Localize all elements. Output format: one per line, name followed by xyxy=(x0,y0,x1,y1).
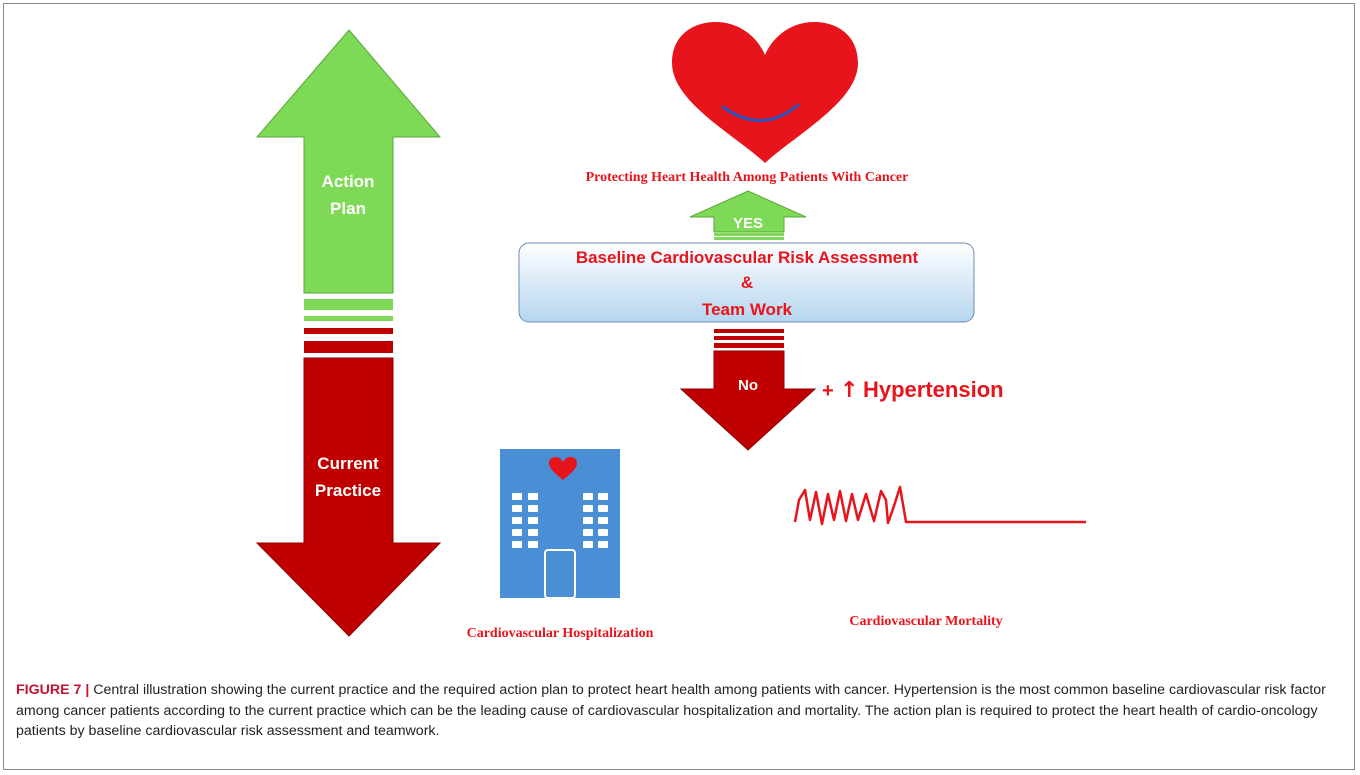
hospitalization-label: Cardiovascular Hospitalization xyxy=(467,626,654,641)
figure-frame xyxy=(3,3,1355,770)
caption-text: Central illustration showing the current… xyxy=(16,682,1326,739)
current-practice-label-line1: Current xyxy=(317,454,379,473)
figure-diagram: Action Plan Current Practice Protecting … xyxy=(255,22,1086,641)
hypertension-plus: + xyxy=(822,380,834,402)
current-practice-label-line2: Practice xyxy=(315,481,381,500)
current-practice-arrow xyxy=(255,328,442,637)
action-plan-label-line1: Action xyxy=(322,172,375,191)
risk-assessment-line1: Baseline Cardiovascular Risk Assessment xyxy=(576,248,919,267)
risk-assessment-line2: & xyxy=(741,273,753,292)
no-arrow xyxy=(679,329,817,451)
heart-outcome-label: Protecting Heart Health Among Patients W… xyxy=(586,170,909,185)
risk-assessment-line3: Team Work xyxy=(702,300,793,319)
figure-caption: FIGURE 7 | Central illustration showing … xyxy=(16,680,1346,742)
mortality-label: Cardiovascular Mortality xyxy=(849,614,1002,629)
hospital-building-icon xyxy=(500,449,620,599)
action-plan-arrow xyxy=(255,29,442,321)
action-plan-label-line2: Plan xyxy=(330,199,366,218)
risk-assessment-box xyxy=(518,242,975,323)
no-label: No xyxy=(738,377,758,394)
smiling-heart-icon xyxy=(672,22,858,163)
yes-arrow xyxy=(689,190,807,240)
ecg-flatline-icon xyxy=(793,485,1086,526)
hypertension-label: Hypertension xyxy=(863,377,1004,402)
yes-label: YES xyxy=(733,215,763,232)
arrow-up-icon: ↑ xyxy=(840,378,858,403)
figure-label: FIGURE 7 | xyxy=(16,682,90,698)
